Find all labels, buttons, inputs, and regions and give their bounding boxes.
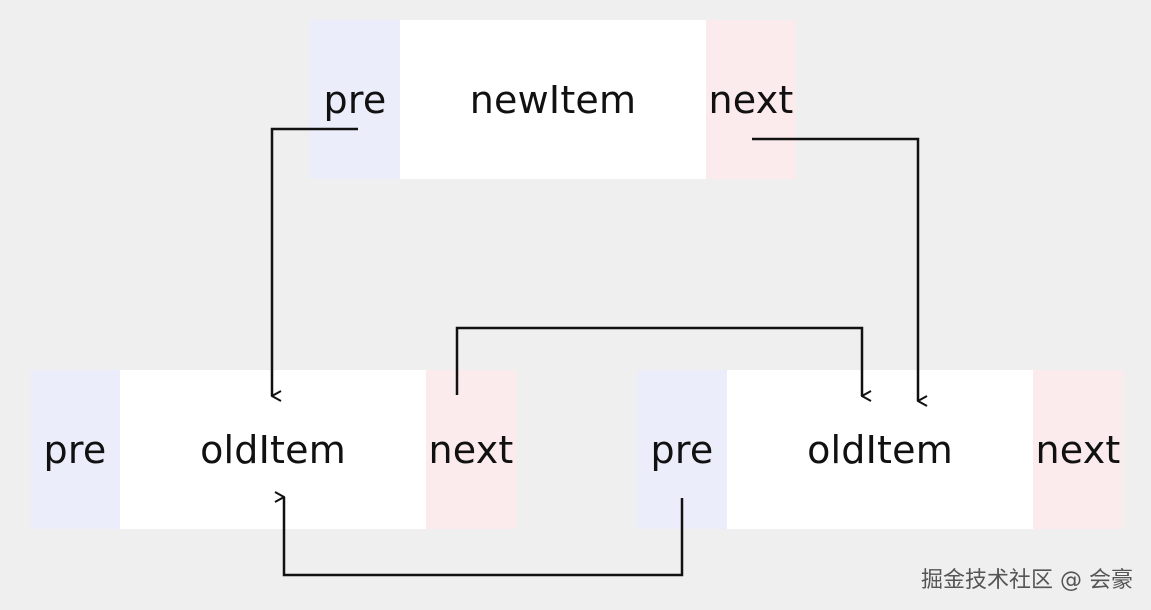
old-item-right-next: next — [1033, 370, 1123, 529]
new-item-pre: pre — [310, 20, 400, 179]
old-item-right-node: pre oldItem next — [637, 370, 1123, 529]
watermark-text: 掘金技术社区 @ 会豪 — [921, 568, 1133, 593]
old-item-left-pre: pre — [30, 370, 120, 529]
old-item-right-label: oldItem — [727, 370, 1033, 529]
old-item-right-pre: pre — [637, 370, 727, 529]
new-item-next: next — [706, 20, 796, 179]
old-item-left-label: oldItem — [120, 370, 426, 529]
old-item-left-node: pre oldItem next — [30, 370, 516, 529]
old-item-left-next: next — [426, 370, 516, 529]
new-item-node: pre newItem next — [310, 20, 796, 179]
new-item-label: newItem — [400, 20, 706, 179]
